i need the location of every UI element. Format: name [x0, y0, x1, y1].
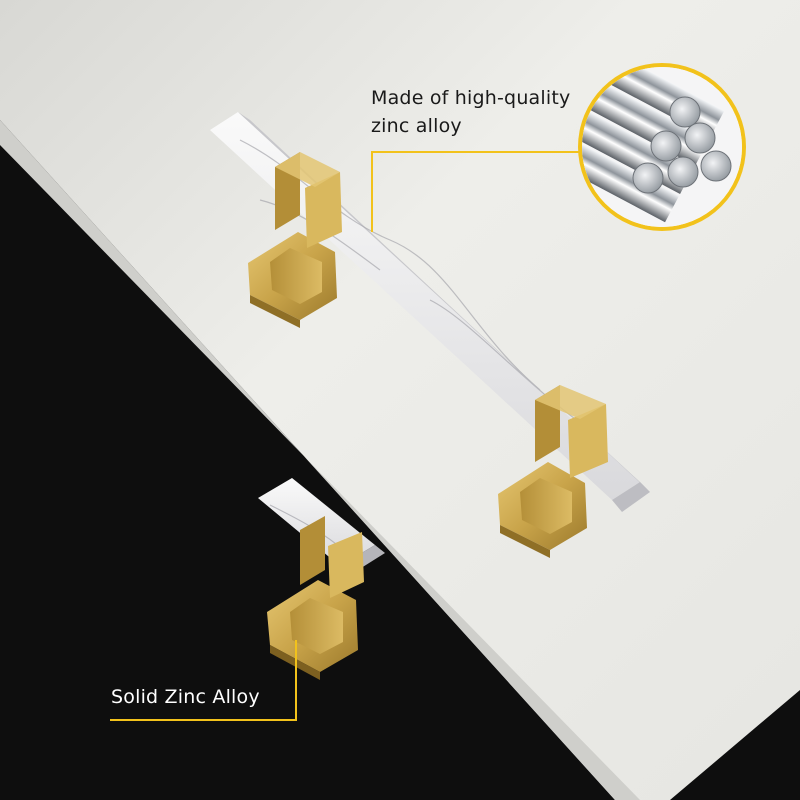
callout-top-label: Made of high-quality zinc alloy	[371, 84, 570, 140]
callout-bottom-label: Solid Zinc Alloy	[111, 686, 260, 708]
callout-top-line1: Made of high-quality	[371, 87, 571, 109]
cabinet-pull	[210, 112, 650, 558]
callout-top-line2: zinc alloy	[371, 115, 462, 137]
detail-inset	[578, 63, 746, 231]
callout-line-bottom	[110, 640, 297, 721]
cabinet-knob	[258, 478, 385, 680]
callout-line-top	[371, 151, 582, 232]
